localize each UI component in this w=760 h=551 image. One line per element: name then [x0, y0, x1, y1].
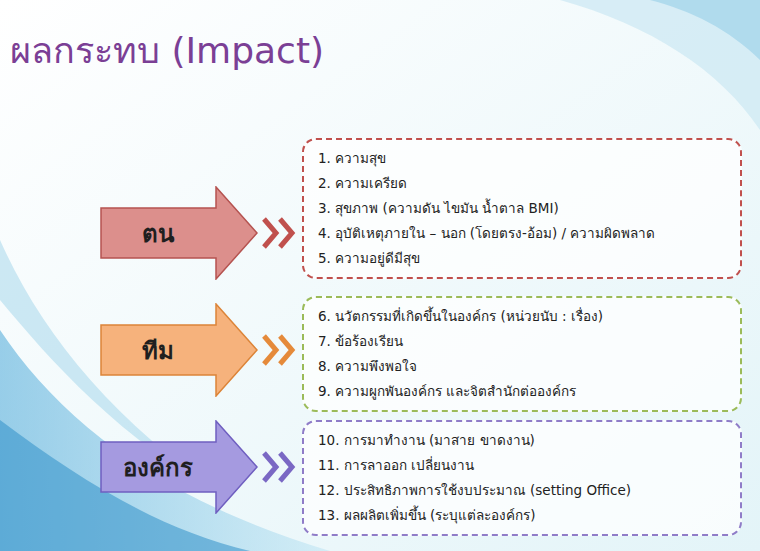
corner-swoosh	[0, 330, 330, 551]
chevron	[280, 453, 292, 481]
arrow-label: องค์กร	[123, 448, 193, 487]
list-item: 4. อุบัติเหตุภายใน – นอก (โดยตรง-อ้อม) /…	[318, 221, 726, 246]
slide-title: ผลกระทบ (Impact)	[10, 22, 324, 79]
block-arrow: ทีม	[100, 303, 258, 397]
list-item: 1. ความสุข	[318, 146, 726, 171]
corner-swoosh	[560, 0, 760, 130]
chevron	[264, 453, 276, 481]
arrow-label: ตน	[142, 214, 174, 253]
list-item: 7. ข้อร้องเรียน	[318, 329, 726, 354]
chevron	[280, 219, 292, 247]
list-item: 12. ประสิทธิภาพการใช้งบประมาณ (setting O…	[318, 478, 726, 503]
list-item: 6. นวัตกรรมที่เกิดขึ้นในองค์กร (หน่วยนับ…	[318, 304, 726, 329]
arrow-outline	[101, 187, 257, 279]
arrow-shape	[100, 186, 258, 280]
arrow-label: ทีม	[142, 331, 174, 370]
list-item: 2. ความเครียด	[318, 171, 726, 196]
chevron	[264, 336, 276, 364]
chevron	[280, 336, 292, 364]
list-item: 11. การลาออก เปลี่ยนงาน	[318, 453, 726, 478]
arrow-outline	[101, 421, 257, 513]
block-arrow: องค์กร	[100, 420, 258, 514]
chevron	[264, 219, 276, 247]
corner-swoosh	[650, 0, 760, 60]
list-item: 9. ความผูกพันองค์กร และจิตสำนักต่อองค์กร	[318, 379, 726, 404]
list-item: 5. ความอยู่ดีมีสุข	[318, 246, 726, 271]
list-item: 8. ความพึงพอใจ	[318, 354, 726, 379]
arrow-shape	[100, 303, 258, 397]
list-item: 13. ผลผลิตเพิ่มขึ้น (ระบุแต่ละองค์กร)	[318, 503, 726, 528]
chevrons	[264, 219, 292, 481]
list-box: 6. นวัตกรรมที่เกิดขึ้นในองค์กร (หน่วยนับ…	[302, 296, 742, 412]
list-item: 10. การมาทำงาน (มาสาย ขาดงาน)	[318, 428, 726, 453]
block-arrow: ตน	[100, 186, 258, 280]
list-item: 3. สุขภาพ (ความดัน ไขมัน น้ำตาล BMI)	[318, 196, 726, 221]
list-box: 10. การมาทำงาน (มาสาย ขาดงาน)11. การลาออ…	[302, 420, 742, 536]
arrow-outline	[101, 304, 257, 396]
list-box: 1. ความสุข2. ความเครียด3. สุขภาพ (ความดั…	[302, 138, 742, 279]
